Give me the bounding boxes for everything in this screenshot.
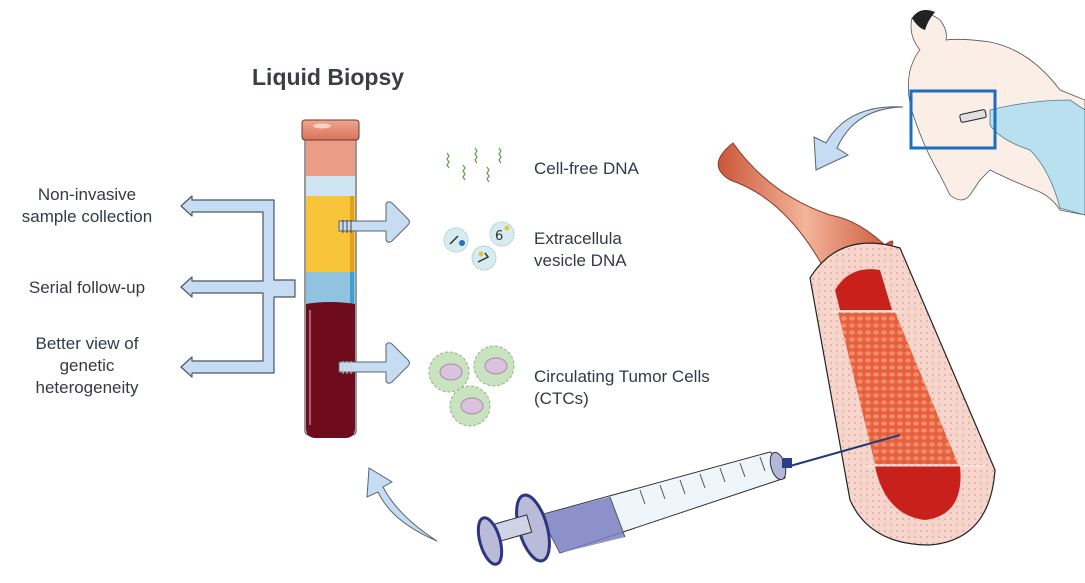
curved-arrow-to-vessel [813,106,904,171]
benefit-label: sample collection [21,207,153,226]
tube-cap [301,119,360,141]
benefit-label: Non-invasive [37,185,137,204]
blood-cells-pattern [838,312,958,464]
syringe-illustration [476,434,901,566]
benefit-label: heterogeneity [35,378,139,397]
needle [782,434,901,469]
tumor-cells-icon [428,345,515,427]
mini-syringe-icon [959,109,987,123]
benefit-heterogeneity: Better view of genetic heterogeneity [6,333,168,399]
analyte-ev-label: Extracellula vesicle DNA [534,228,627,272]
patient-illustration [907,10,1085,216]
arrow-blood-to-ctcs [338,342,410,384]
benefit-label: genetic [59,356,115,375]
analyte-label-line: Circulating Tumor Cells [534,367,710,386]
tube-upper-layer [306,138,355,176]
extracellular-vesicles-icon: 6 [443,221,515,271]
svg-text:6: 6 [495,229,503,244]
benefits-bracket-arrow [180,195,296,378]
curved-arrow-to-tube [366,467,438,542]
analyte-ctc-label: Circulating Tumor Cells (CTCs) [534,366,710,410]
analyte-cfdna-label: Cell-free DNA [534,159,639,178]
analyte-label-line: (CTCs) [534,389,589,408]
plasma-layer [306,196,355,272]
buffy-coat-layer [306,272,355,304]
benefit-label: Better view of [35,334,139,353]
blood-collection-tube [301,119,360,438]
diagram-title: Liquid Biopsy [252,64,405,90]
injection-site-highlight-box [909,89,997,150]
benefit-serial-followup: Serial follow-up [6,277,168,299]
arrow-plasma-to-analytes [338,201,410,243]
benefit-label: Serial follow-up [28,278,146,297]
analyte-label-line: vesicle DNA [534,251,627,270]
red-blood-cell-layer [306,302,355,438]
analyte-label-line: Extracellula [534,229,622,248]
tube-clear-layer [306,176,355,196]
blood-vessel-cross-section [717,142,996,546]
dna-fragments-icon [446,147,502,183]
benefit-noninvasive: Non-invasive sample collection [6,184,168,228]
